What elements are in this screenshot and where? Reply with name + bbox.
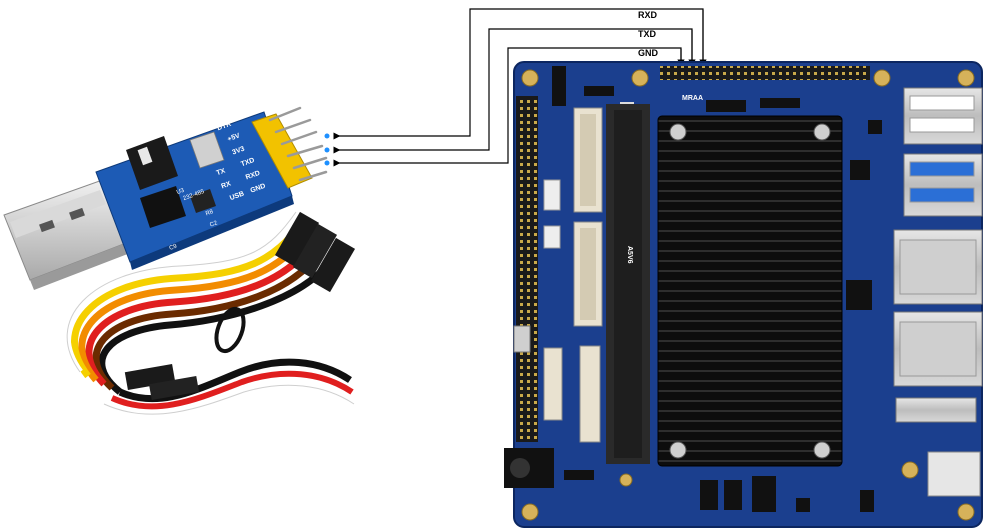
adapter-pcb — [95, 111, 294, 270]
wire-txd — [333, 28, 696, 154]
pin-header — [251, 106, 328, 189]
heatsink-screw — [813, 441, 831, 459]
silk-3v3: 3V3 — [231, 146, 245, 157]
silk-u3: U3 — [176, 187, 186, 195]
jumper-wire-bundle — [63, 209, 356, 418]
voltage-jumper — [126, 131, 225, 190]
small-chip — [190, 189, 216, 213]
heatsink — [657, 115, 843, 467]
usb-uart-adapter: DTR +5V 3V3 TX TXD RX RXD USB GND 232-48… — [3, 106, 328, 290]
silk-tx: TX — [216, 167, 227, 177]
gpio-header-top — [660, 66, 870, 80]
silk-c9: C9 — [169, 243, 179, 251]
silk-rx: RX — [220, 180, 232, 190]
power-and-audio — [504, 397, 981, 497]
wire-label-txd: TXD — [638, 29, 657, 39]
smd-components — [564, 120, 882, 512]
silk-usb: USB — [229, 190, 245, 202]
usb-plug — [3, 177, 138, 290]
uart-chip — [140, 186, 186, 228]
wire-label-rxd: RXD — [638, 10, 658, 20]
wire-rxd — [333, 8, 707, 140]
heatsink-screw — [669, 123, 687, 141]
cable-tie — [214, 306, 246, 354]
silk-txd: TXD — [240, 157, 256, 168]
silk-ram: A5V6 — [626, 246, 633, 264]
heatsink-screw — [813, 123, 831, 141]
usb-ports — [903, 87, 983, 217]
dupont-connectors — [124, 211, 356, 401]
silk-mraa: MRAA — [682, 95, 703, 102]
fpc-connectors — [513, 107, 603, 443]
gpio-header-left — [516, 96, 538, 442]
silk-dtr: DTR — [216, 121, 232, 132]
adapter-silkscreen: DTR +5V 3V3 TX TXD RX RXD USB GND 232-48… — [169, 121, 267, 267]
silk-f1: F1 — [170, 258, 179, 266]
silk-5v: +5V — [227, 132, 242, 143]
single-board-computer: MRAA A5V6 — [504, 61, 983, 528]
heatsink-screw — [669, 441, 687, 459]
silk-gnd: GND — [250, 183, 267, 195]
silk-c2: C2 — [209, 220, 219, 228]
mounting-holes — [521, 69, 975, 521]
ethernet-ports — [893, 229, 983, 387]
silk-rxd: RXD — [245, 170, 261, 182]
wire-label-gnd: GND — [638, 48, 659, 58]
ram-slot: A5V6 — [606, 104, 650, 464]
silk-r8: R8 — [205, 209, 215, 217]
